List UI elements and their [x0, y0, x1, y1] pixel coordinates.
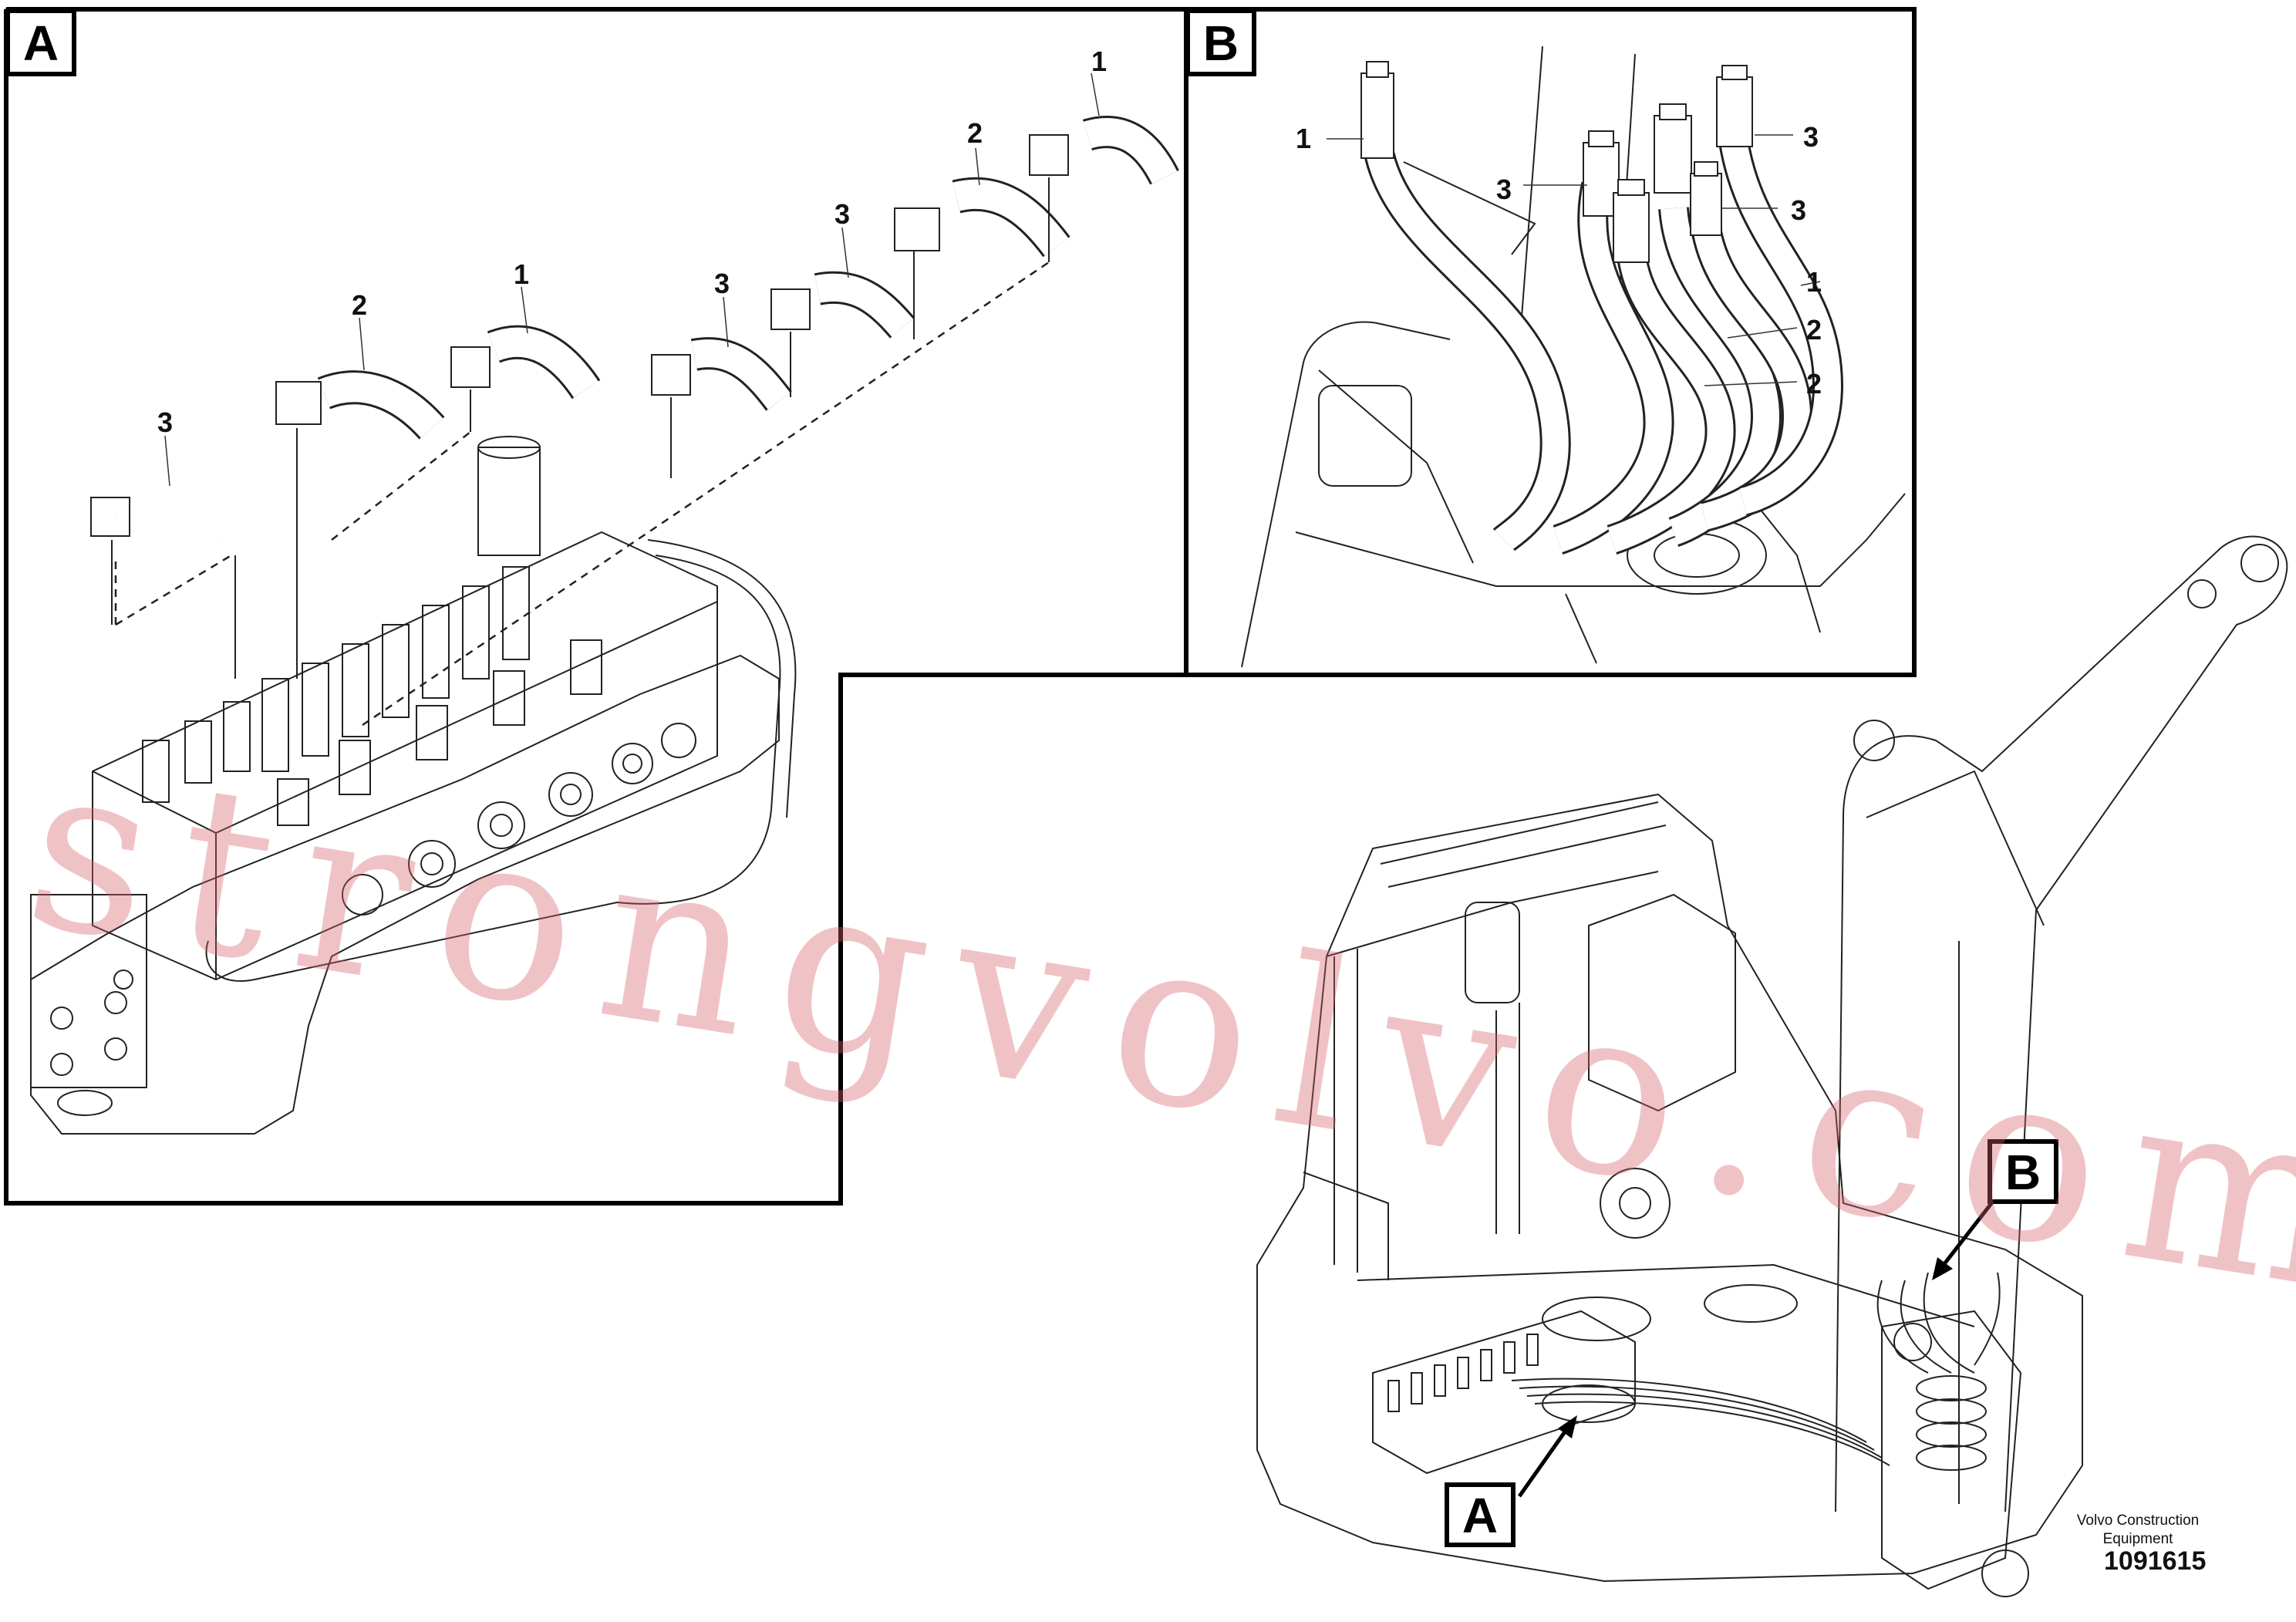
- callout-a-1-mid: 1: [514, 258, 529, 290]
- machine-overview: [1256, 535, 2288, 1597]
- credit-line-1: Volvo Construction: [2076, 1512, 2200, 1529]
- panel-a-dashed-leaders: [111, 177, 1050, 727]
- swing-post-hoses: [1241, 46, 1906, 668]
- document-number: 1091615: [2104, 1546, 2207, 1576]
- callout-b-1-right: 1: [1806, 266, 1822, 298]
- panel-b-callouts: 1 3 3 3 1 2 2: [1296, 121, 1822, 400]
- panel-a-callouts: 1 2 3 3 1 2 3: [157, 46, 1107, 487]
- panel-a-hoses: [90, 116, 1179, 551]
- callout-b-3-top: 3: [1803, 121, 1819, 153]
- panel-b-letter: B: [1203, 15, 1239, 71]
- callout-b-3-left: 3: [1496, 174, 1512, 205]
- callout-a-3-right: 3: [834, 198, 850, 230]
- panel-a-letter: A: [23, 15, 59, 71]
- callout-a-2-left: 2: [352, 289, 367, 321]
- panel-b: B: [1184, 7, 1917, 677]
- callout-b-1-left: 1: [1296, 123, 1311, 154]
- callout-b-2-upper: 2: [1806, 314, 1822, 346]
- callout-b-2-lower: 2: [1806, 368, 1822, 400]
- credit-line-2: Equipment: [2102, 1531, 2173, 1547]
- callout-b-3-right: 3: [1791, 194, 1806, 226]
- overview-label-b-text: B: [2005, 1145, 2041, 1200]
- callout-a-3-left: 3: [157, 406, 173, 438]
- callout-a-3-mid: 3: [714, 268, 730, 299]
- overview-label-b: B: [1932, 1139, 2058, 1280]
- callout-a-2-right: 2: [967, 117, 983, 149]
- credit-block: Volvo Construction Equipment: [2053, 1512, 2223, 1549]
- overview-label-a: A: [1445, 1415, 1577, 1547]
- callout-a-1-right: 1: [1091, 46, 1107, 77]
- overview-label-a-text: A: [1462, 1488, 1498, 1543]
- control-valve-assembly: [30, 436, 797, 1135]
